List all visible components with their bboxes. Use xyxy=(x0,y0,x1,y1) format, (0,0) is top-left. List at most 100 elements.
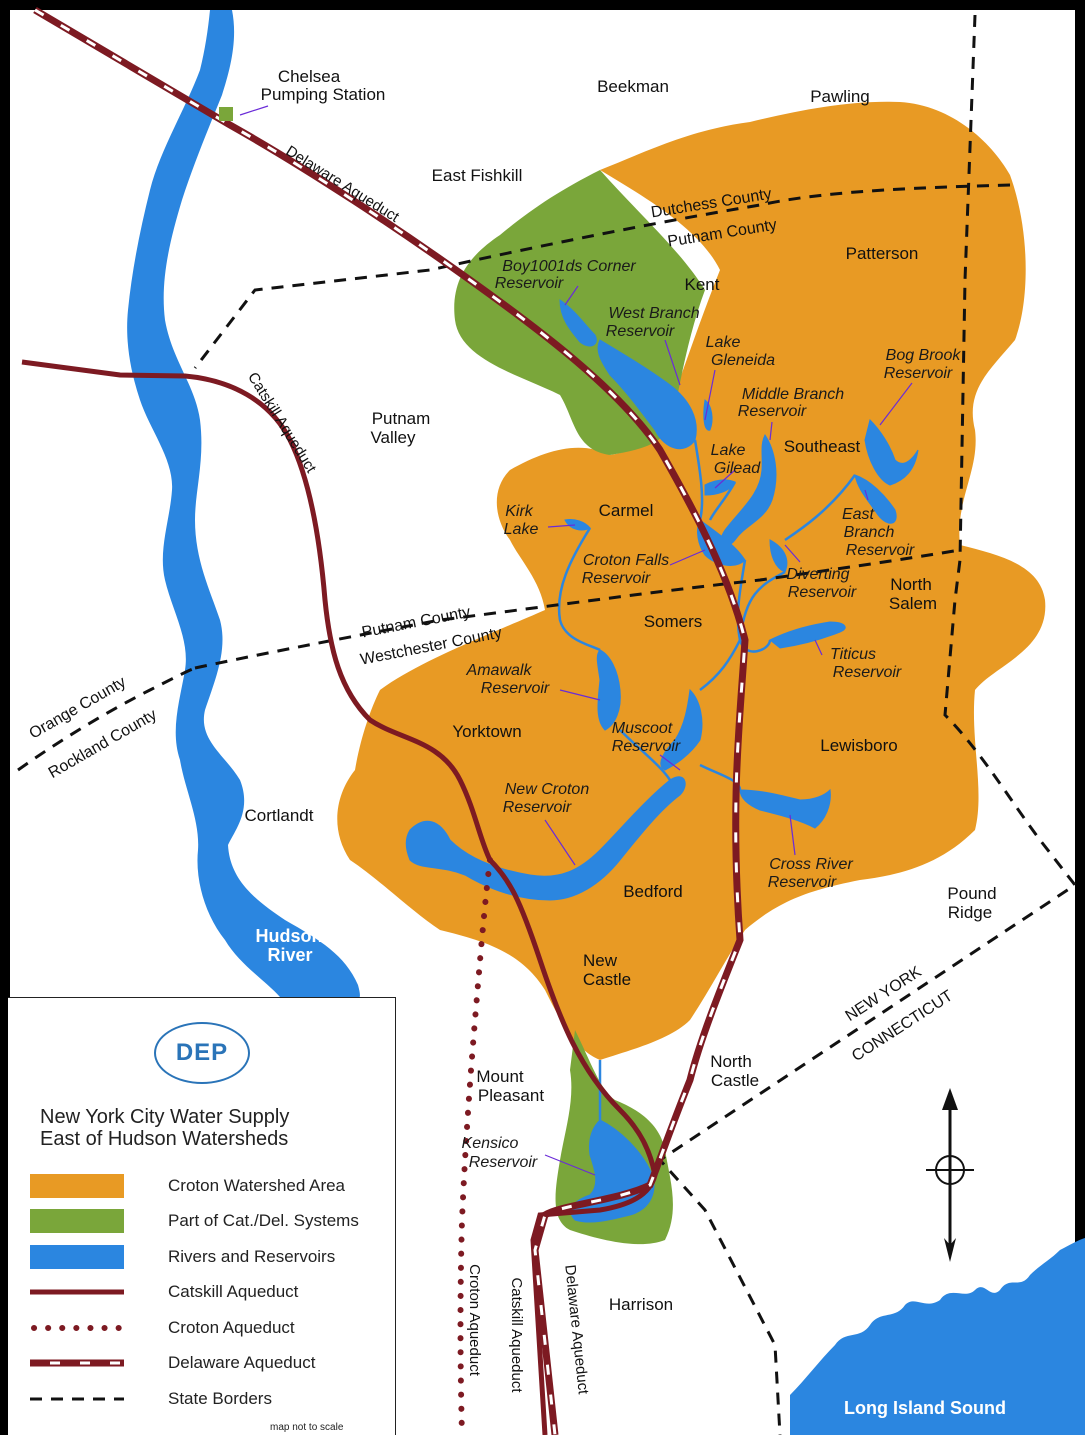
reservoir-titicus xyxy=(769,621,846,649)
label-harrison: Harrison xyxy=(609,1295,673,1314)
label-middle-branch-1: Middle Branch xyxy=(742,386,844,403)
label-bedford: Bedford xyxy=(623,882,683,901)
label-kensico-2: Reservoir xyxy=(469,1154,538,1171)
legend-swatch-croton-aqueduct xyxy=(31,1325,124,1331)
label-amawalk-1: Amawalk xyxy=(466,662,533,679)
water-labels: Hudson River Long Island Sound xyxy=(256,926,1006,1418)
dep-logo: DEP xyxy=(154,1022,250,1084)
label-cross-river-1: Cross River xyxy=(769,856,853,873)
label-pound-ridge-1: Pound xyxy=(947,884,996,903)
label-croton-falls-2: Reservoir xyxy=(582,570,651,587)
label-west-branch-1: West Branch xyxy=(608,305,699,322)
legend-label-croton-aqueduct: Croton Aqueduct xyxy=(168,1318,295,1337)
reservoir-west-branch xyxy=(597,339,697,450)
label-somers: Somers xyxy=(644,612,703,631)
label-gilead-2: Gilead xyxy=(714,460,761,477)
border-dutchess-putnam xyxy=(193,183,1011,369)
label-north-salem-2: Salem xyxy=(889,594,937,613)
label-new-castle-2: Castle xyxy=(583,970,631,989)
reservoir-boyds-corner xyxy=(559,299,597,347)
border-lines xyxy=(17,14,1078,1435)
legend-swatch-state-borders xyxy=(30,1397,124,1401)
label-boyds-corner-2: Reservoir xyxy=(495,275,564,292)
legend-label-croton: Croton Watershed Area xyxy=(168,1176,346,1195)
label-catskill-aqueduct-bottom: Catskill Aqueduct xyxy=(508,1277,525,1393)
legend-title-line-1: New York City Water Supply xyxy=(40,1106,290,1128)
label-middle-branch-2: Reservoir xyxy=(738,403,807,420)
reservoir-cross-river xyxy=(739,788,831,829)
label-gilead-1: Lake xyxy=(711,442,746,459)
legend-swatch-delaware xyxy=(30,1359,124,1367)
legend-label-water: Rivers and Reservoirs xyxy=(168,1247,336,1266)
label-kirk-2: Lake xyxy=(504,521,539,538)
reservoir-bog-brook xyxy=(864,419,919,486)
label-muscoot-2: Reservoir xyxy=(612,738,681,755)
legend-row-water: Rivers and Reservoirs xyxy=(30,1242,335,1272)
label-patterson: Patterson xyxy=(846,244,919,263)
reservoirs xyxy=(405,299,919,1223)
state-border-ny-ct xyxy=(657,14,1078,1435)
label-bog-brook-2: Reservoir xyxy=(884,365,953,382)
reservoir-kensico xyxy=(570,1119,655,1223)
reservoir-leader-lines xyxy=(544,285,913,1176)
label-kirk-1: Kirk xyxy=(505,503,534,520)
hudson-river xyxy=(127,10,360,999)
legend-label-state-borders: State Borders xyxy=(168,1389,272,1408)
label-new-croton-1: New Croton xyxy=(505,781,590,798)
legend-row-croton-aqueduct: Croton Aqueduct xyxy=(30,1313,295,1343)
label-carmel: Carmel xyxy=(599,501,654,520)
label-putnam-valley-2: Valley xyxy=(370,428,416,447)
label-chelsea: Chelsea xyxy=(278,67,341,86)
reservoir-amawalk xyxy=(596,649,621,731)
legend-label-delaware: Delaware Aqueduct xyxy=(168,1353,316,1372)
catskill-aqueduct-line xyxy=(21,359,658,1435)
label-cross-river-2: Reservoir xyxy=(768,874,837,891)
label-titicus-1: Titicus xyxy=(830,646,876,663)
legend-label-catdel: Part of Cat./Del. Systems xyxy=(168,1211,359,1230)
map-legend: DEP New York City Water Supply East of H… xyxy=(8,997,396,1435)
legend-row-catskill: Catskill Aqueduct xyxy=(30,1277,298,1307)
legend-title: New York City Water Supply East of Hudso… xyxy=(40,1106,289,1150)
reservoir-muscoot xyxy=(660,688,703,771)
label-kensico-1: Kensico xyxy=(462,1135,519,1152)
place-labels: Chelsea Pumping Station Beekman Pawling … xyxy=(245,67,997,1314)
reservoir-new-croton xyxy=(405,776,686,901)
legend-label-catskill: Catskill Aqueduct xyxy=(168,1282,299,1301)
label-kent: Kent xyxy=(685,275,720,294)
label-pound-ridge-2: Ridge xyxy=(948,903,992,922)
label-new-croton-2: Reservoir xyxy=(503,799,572,816)
dep-logo-text: DEP xyxy=(175,1039,229,1066)
label-west-branch-2: Reservoir xyxy=(606,323,675,340)
legend-swatch-water xyxy=(30,1245,124,1269)
label-east-branch-2: Branch xyxy=(844,524,895,541)
legend-swatch-catskill xyxy=(30,1289,124,1295)
label-southeast: Southeast xyxy=(784,437,861,456)
reservoir-labels: Boy1001ds Corner Reservoir West Branch R… xyxy=(462,258,962,1171)
reservoir-gleneida xyxy=(703,399,713,431)
scale-note: map not to scale xyxy=(270,1422,344,1433)
long-island-sound xyxy=(790,1238,1085,1435)
reservoir-croton-falls xyxy=(697,519,746,566)
label-bog-brook-1: Bog Brook xyxy=(886,347,962,364)
label-east-branch-1: East xyxy=(842,506,875,523)
label-putnam-valley-1: Putnam xyxy=(372,409,431,428)
label-pumping-station: Pumping Station xyxy=(261,85,386,104)
label-diverting-2: Reservoir xyxy=(788,584,857,601)
label-croton-aqueduct-bottom: Croton Aqueduct xyxy=(466,1264,483,1377)
label-gleneida-2: Gleneida xyxy=(711,352,775,369)
label-diverting-1: Diverting xyxy=(786,566,849,583)
label-north-salem-1: North xyxy=(890,575,932,594)
border-putnam-westchester xyxy=(194,548,961,670)
label-titicus-2: Reservoir xyxy=(833,664,902,681)
legend-row-delaware: Delaware Aqueduct xyxy=(30,1348,315,1378)
chelsea-pumping-station-marker xyxy=(219,107,233,121)
label-croton-falls-1: Croton Falls xyxy=(583,552,669,569)
legend-row-croton: Croton Watershed Area xyxy=(30,1171,345,1201)
label-pawling: Pawling xyxy=(810,87,870,106)
label-amawalk-2: Reservoir xyxy=(481,680,550,697)
label-east-branch-3: Reservoir xyxy=(846,542,915,559)
legend-swatch-catdel xyxy=(30,1209,124,1233)
label-mount-pleasant-1: Mount xyxy=(476,1067,524,1086)
label-boyds-corner-1: Boy1001ds Corner xyxy=(502,258,636,275)
croton-watershed-area xyxy=(337,101,1046,1060)
